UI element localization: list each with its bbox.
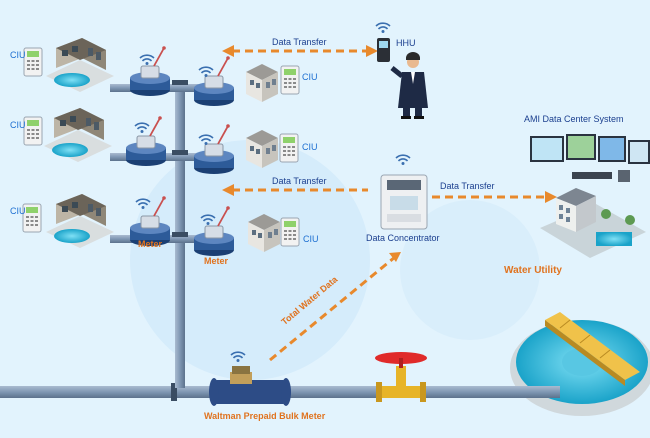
- water-utility-tank: [510, 312, 650, 416]
- ciu-device: [280, 217, 300, 247]
- house-villa: [44, 108, 112, 162]
- ciu-label: CIU: [303, 234, 319, 244]
- wifi-icon: [134, 122, 150, 134]
- ciu-label: CIU: [302, 72, 318, 82]
- bulk-meter-device: [209, 366, 291, 406]
- bg-circle: [130, 140, 370, 380]
- ciu-label: CIU: [302, 142, 318, 152]
- ciu-device: [22, 203, 42, 233]
- operator-person: [390, 52, 428, 119]
- house-villa: [46, 38, 114, 92]
- wifi-icon: [395, 154, 411, 166]
- wifi-icon: [375, 22, 391, 34]
- data-transfer-label: Data Transfer: [272, 37, 327, 47]
- ciu-device: [23, 47, 43, 77]
- water-utility-building: [540, 188, 646, 258]
- meter-label: Meter: [138, 239, 163, 249]
- ciu-device: [23, 116, 43, 146]
- arrow-heads: [222, 45, 557, 262]
- ami-label: AMI Data Center System: [524, 114, 624, 124]
- hhu-handset: [377, 38, 390, 62]
- data-transfer-label: Data Transfer: [272, 176, 327, 186]
- meter-label: Meter: [204, 256, 229, 266]
- bulk-meter-label: Waltman Prepaid Bulk Meter: [204, 411, 326, 421]
- ciu-label: CIU: [10, 120, 26, 130]
- hhu-label: HHU: [396, 38, 416, 48]
- wifi-icon: [139, 54, 155, 66]
- ciu-label: CIU: [10, 50, 26, 60]
- data-transfer-arrows: [232, 49, 547, 362]
- gate-valve: [375, 352, 427, 402]
- water-utility-label: Water Utility: [504, 265, 562, 276]
- house-villa: [46, 194, 114, 248]
- ciu-device: [280, 65, 300, 95]
- apartment-building: [246, 130, 278, 168]
- ciu-device: [279, 133, 299, 163]
- apartment-building: [248, 214, 280, 252]
- pipe-joint: [171, 383, 177, 401]
- ciu-label: CIU: [10, 206, 26, 216]
- data-transfer-label: Data Transfer: [440, 181, 495, 191]
- water-meter: [129, 45, 171, 97]
- water-meter: [193, 55, 235, 107]
- apartment-building: [246, 64, 278, 102]
- bg-circle: [400, 200, 540, 340]
- data-concentrator-label: Data Concentrator: [366, 233, 440, 243]
- data-concentrator-device: [380, 174, 428, 230]
- ami-workstations: [530, 134, 650, 182]
